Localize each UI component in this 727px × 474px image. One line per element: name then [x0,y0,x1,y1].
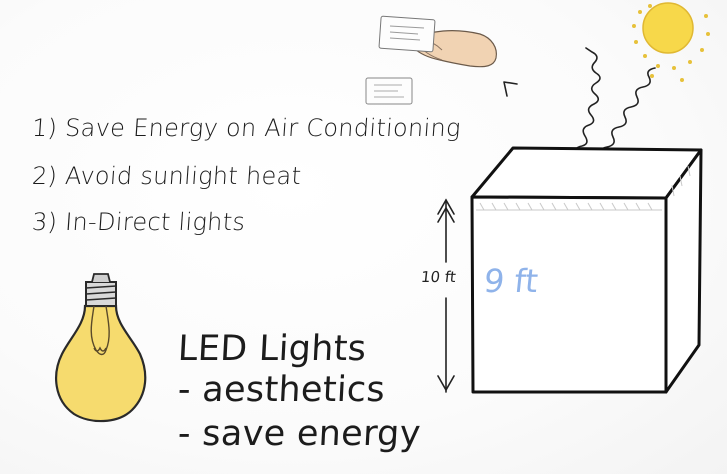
ceiling-hatch [476,165,691,211]
inner-height-label: 9 ft [482,262,540,300]
room-box [470,146,703,394]
led-bullet-save-energy: - save energy [176,414,422,454]
hand-with-card-icon [378,15,497,68]
led-bullet-aesthetics: - aesthetics [176,370,386,410]
reflected-ray-arrow [503,47,601,167]
list-item-save-energy: 1) Save Energy on Air Conditioning [31,114,462,142]
card-icon [365,77,413,105]
height-dimension-arrow [437,198,455,393]
light-bulb-icon [55,273,147,423]
list-item-avoid-sunlight: 2) Avoid sunlight heat [31,162,303,190]
list-item-indirect-lights: 3) In-Direct lights [31,208,247,236]
sun-icon [632,2,710,82]
outer-height-label: 10 ft [420,268,457,286]
led-lights-heading: LED Lights [176,329,368,369]
